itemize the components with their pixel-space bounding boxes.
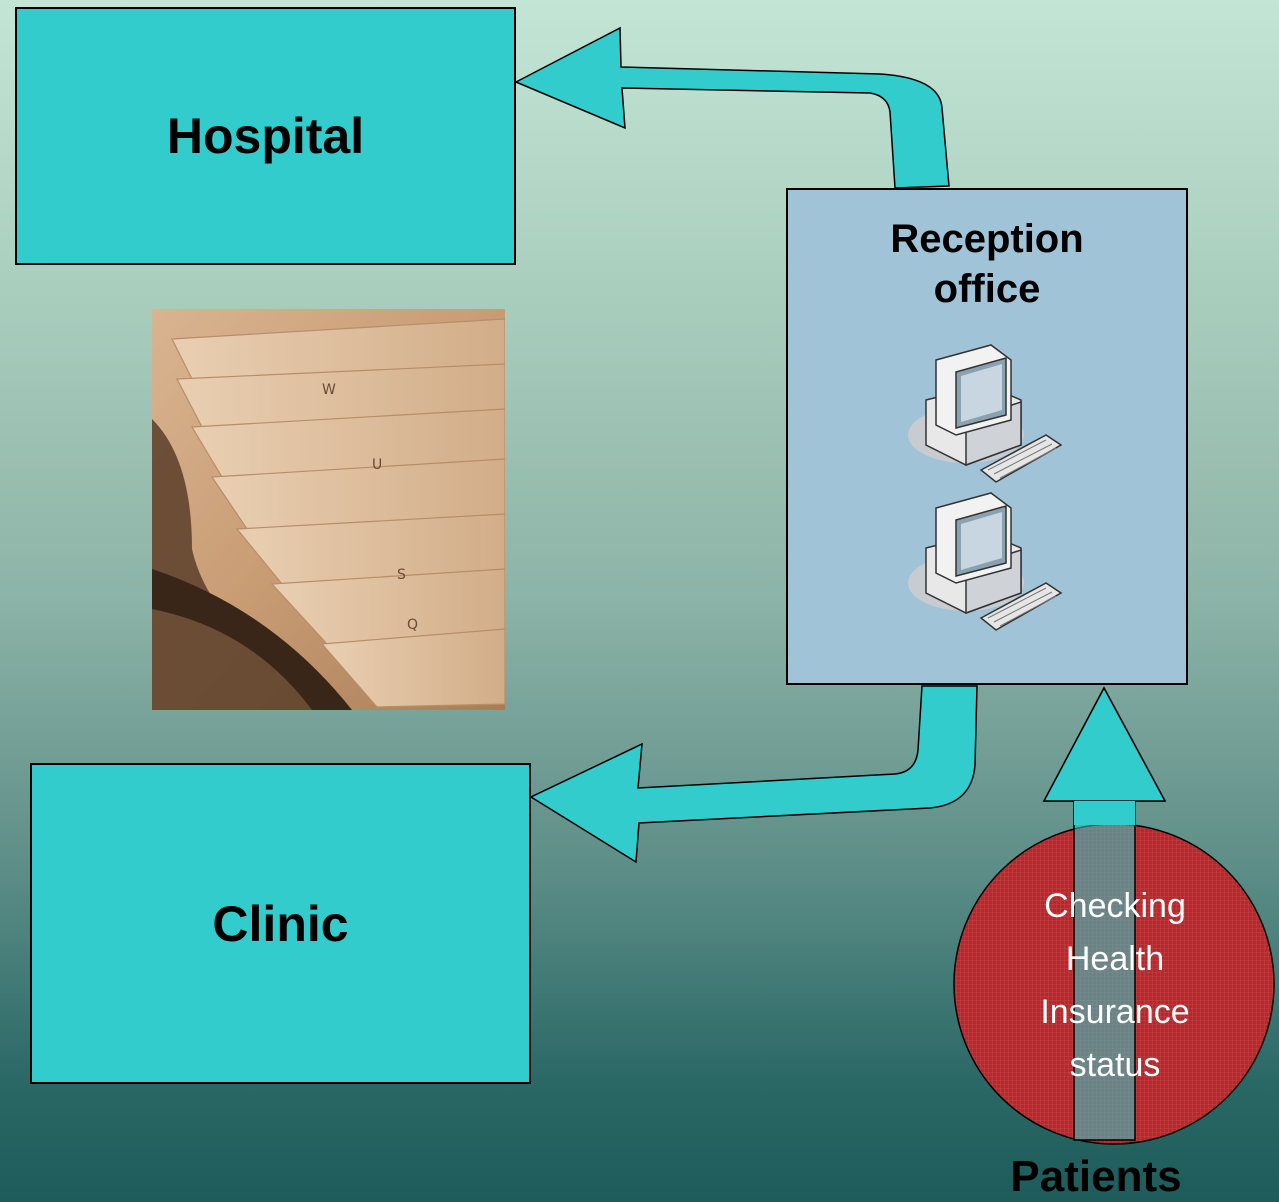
arrow-reception-to-clinic: [529, 685, 978, 864]
hospital-box: Hospital: [15, 7, 516, 265]
arrow-reception-to-hospital: [514, 26, 950, 189]
patients-circle-text: Checking Health Insurance status: [1040, 887, 1190, 1084]
clinic-box: Clinic: [30, 763, 531, 1084]
computer-icon: [908, 492, 1063, 631]
svg-text:S: S: [397, 567, 406, 583]
computer-icon: [908, 344, 1063, 483]
svg-text:W: W: [322, 382, 336, 398]
files-image: W U S Q: [152, 309, 505, 710]
clinic-label: Clinic: [212, 895, 349, 952]
patients-label: Patients: [1010, 1152, 1182, 1201]
reception-office-box: Reception office: [786, 188, 1188, 685]
svg-text:U: U: [372, 457, 382, 473]
reception-office-title: Reception office: [890, 217, 1084, 311]
svg-text:Q: Q: [407, 617, 418, 633]
hospital-label: Hospital: [166, 108, 365, 164]
